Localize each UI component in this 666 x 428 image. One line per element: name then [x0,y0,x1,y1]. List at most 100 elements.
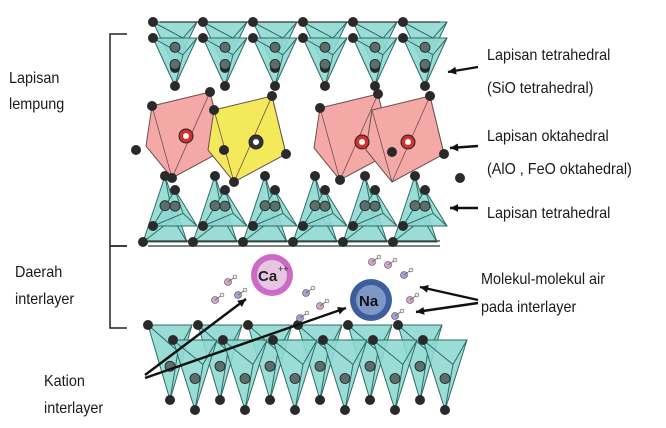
silicon-atom [170,42,180,52]
silicon-atom [220,59,230,69]
water-hydrogen [243,288,247,292]
oxygen-atom [205,87,215,97]
oxygen-atom [148,33,158,43]
oxygen-atom [298,17,308,27]
oxygen-atom [238,237,248,247]
calcium-ion-label: Ca [258,268,278,285]
oxygen-atom [425,91,435,101]
silicon-atom [320,59,330,69]
water-hydrogen [409,268,413,272]
oxygen-atom [288,237,298,247]
oxygen-atom [373,89,383,99]
silicon-atom [220,42,230,52]
oxygen-atom [310,171,320,181]
water-molecules-label-line2: pada interlayer [481,298,576,318]
oxygen-atom [420,81,430,91]
oxygen-atom [390,405,400,415]
oxygen-atom [290,405,300,415]
oxygen-atom [215,395,225,405]
oxygen-atom [190,405,200,415]
oxygen-atom [320,81,330,91]
oxygen-atom [198,33,208,43]
silicon-atom [370,59,380,69]
arrow-tetrahedral-bottom-head [450,204,458,212]
octahedral-metal-atom-highlight [183,133,189,139]
oxygen-atom [260,171,270,181]
oxygen-atom [398,33,408,43]
octahedron-yellow [208,96,286,182]
arrow-cation-na-head [337,307,346,314]
oxygen-atom [243,320,253,330]
silicon-atom [440,374,450,384]
cation-interlayer-label-line2: interlayer [44,399,103,419]
oxygen-atom [348,33,358,43]
oxygen-atom [298,221,308,231]
arrow-octahedral-head [450,144,458,152]
oxygen-atom [388,237,398,247]
silicon-atom [210,201,220,211]
oxygen-atom [320,185,330,195]
octahedral-metal-atom-highlight [359,139,365,145]
silicon-atom [310,201,320,211]
oxygen-atom [167,173,177,183]
oxygen-atom [440,405,450,415]
oxygen-atom [318,335,328,345]
oxygen-atom [348,221,358,231]
silicon-atom [170,59,180,69]
oxygen-atom [368,335,378,345]
water-hydrogen [393,258,397,262]
silicon-atom [270,59,280,69]
oxygen-atom [193,320,203,330]
oxygen-atom [410,171,420,181]
cation-interlayer-label-line1: Kation [44,372,85,392]
oxygen-atom [210,171,220,181]
oxygen-atom [338,237,348,247]
octahedral-label-line2: (AlO , FeO oktahedral) [487,160,632,180]
clay-layer-label-line1: Lapisan [9,69,59,89]
octahedral-label-line1: Lapisan oktahedral [487,127,609,147]
oxygen-atom [418,335,428,345]
silicon-atom [420,59,430,69]
silicon-atom [315,361,325,371]
oxygen-atom [220,81,230,91]
oxygen-atom [218,335,228,345]
silicon-atom [410,201,420,211]
oxygen-atom [270,81,280,91]
oxygen-atom [220,185,230,195]
clay-layer-label-line2: lempung [9,95,64,115]
oxygen-atom [248,33,258,43]
sodium-ion-label: Na [359,293,379,310]
water-hydrogen [400,309,404,313]
oxygen-atom [131,145,141,155]
oxygen-atom [455,173,465,183]
oxygen-atom [439,149,449,159]
silicon-atom [415,361,425,371]
oxygen-atom [198,17,208,27]
interlayer-region-label-line2: interlayer [15,290,74,310]
oxygen-atom [393,320,403,330]
silicon-atom [290,374,300,384]
water-hydrogen [233,275,237,279]
oxygen-atom [387,147,397,157]
silicon-atom [390,374,400,384]
silicon-atom [370,42,380,52]
oxygen-atom [281,149,291,159]
oxygen-atom [148,221,158,231]
oxygen-atom [168,335,178,345]
oxygen-atom [370,185,380,195]
oxygen-atom [240,405,250,415]
oxygen-atom [268,335,278,345]
silicon-atom [420,201,430,211]
water-hydrogen [325,299,329,303]
clay-layer-bracket [110,34,127,246]
silicon-atom [340,374,350,384]
oxygen-atom [209,105,219,115]
silicon-atom [360,201,370,211]
oxygen-atom [248,17,258,27]
tetrahedral-bottom-label: Lapisan tetrahedral [487,204,610,224]
oxygen-atom [198,221,208,231]
tetrahedral-top-label-line2: (SiO tetrahedral) [487,79,593,99]
water-hydrogen [305,311,309,315]
oxygen-atom [170,81,180,91]
oxygen-atom [248,221,258,231]
